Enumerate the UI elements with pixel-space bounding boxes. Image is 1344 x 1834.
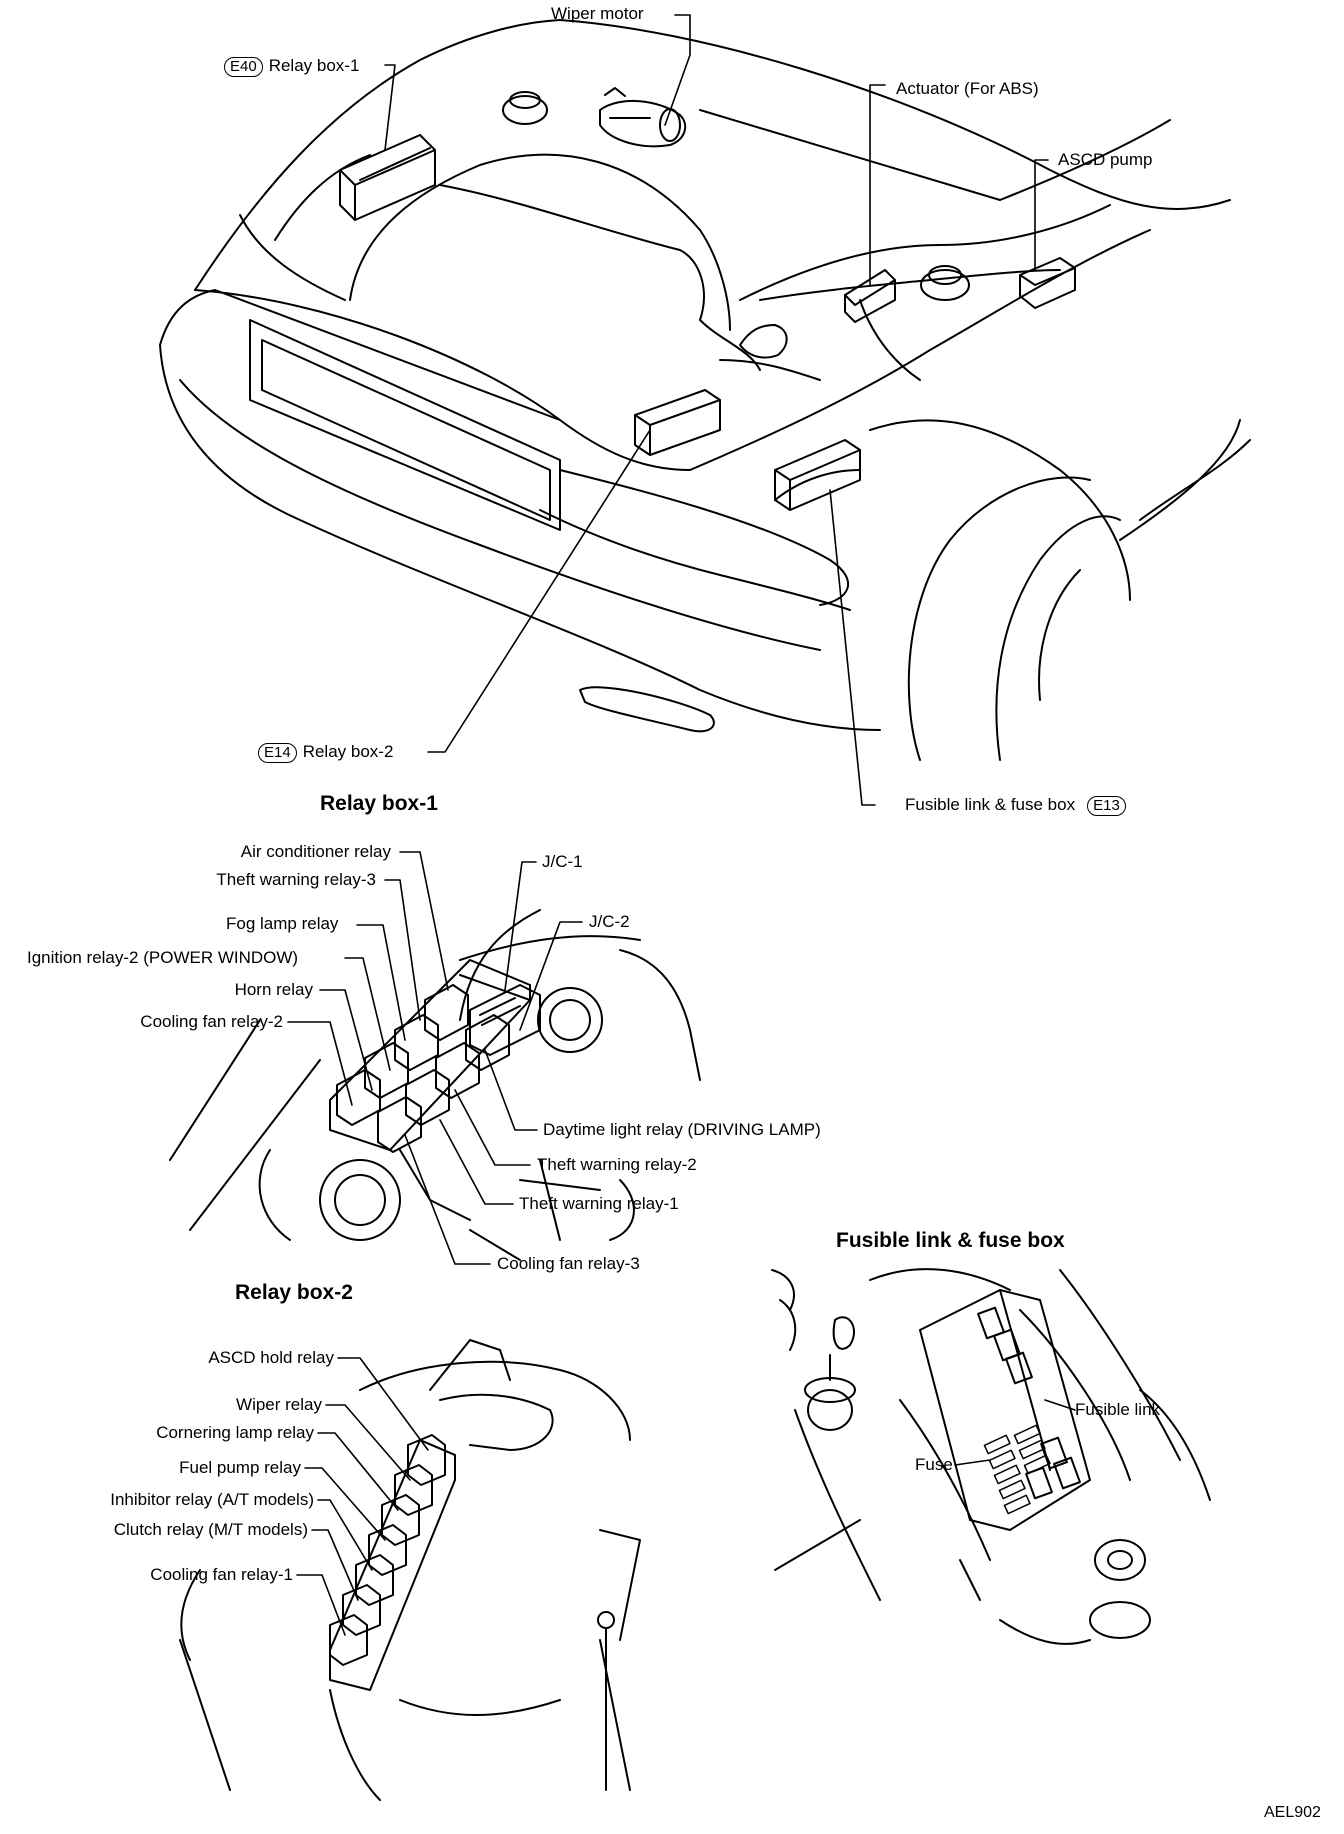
- cooling-fan-relay-3-label: Cooling fan relay-3: [497, 1254, 640, 1273]
- abs-actuator-drawing: [844, 269, 896, 323]
- wiper-relay-label: Wiper relay: [236, 1395, 322, 1414]
- fuse-box-connector-code: E13: [1087, 796, 1126, 816]
- car-body-drawing: [159, 19, 1251, 761]
- fuse-box-drawing: [774, 439, 861, 511]
- relay-box-1-relays: [336, 984, 510, 1153]
- relay-box-2-leader-lines: [296, 1357, 429, 1636]
- figure-code: AEL902: [1264, 1804, 1321, 1821]
- horn-relay-label: Horn relay: [234, 980, 313, 999]
- fuse-box-detail-leader-lines: [954, 1399, 1076, 1466]
- fuse-label: Fuse: [915, 1455, 953, 1474]
- fuses: [983, 1424, 1051, 1515]
- fusible-link-label: Fusible link: [1075, 1400, 1161, 1419]
- wiper-motor-drawing: [599, 87, 687, 148]
- relay-box-1-title: Relay box-1: [320, 792, 438, 815]
- fuse-box-detail-title: Fusible link & fuse box: [836, 1229, 1065, 1252]
- relay-box-2-relays: [329, 1434, 446, 1666]
- relay-box-1-callout: E40 Relay box-1: [224, 56, 359, 77]
- inhibitor-relay-label: Inhibitor relay (A/T models): [110, 1490, 314, 1509]
- cooling-fan-relay-2-label: Cooling fan relay-2: [140, 1012, 283, 1031]
- relay-box-2-detail-drawing: [179, 1339, 641, 1801]
- relay-box-1-drawing: [339, 134, 436, 221]
- ascd-hold-relay-label: ASCD hold relay: [208, 1348, 334, 1367]
- jc-2-label: J/C-2: [589, 912, 630, 931]
- fuse-box-callout-label: Fusible link & fuse box: [905, 795, 1076, 814]
- relay-box-2-callout: E14 Relay box-2: [258, 742, 393, 763]
- relay-box-2-connector-code: E14: [258, 743, 297, 763]
- relay-box-1-detail-drawing: [169, 909, 701, 1261]
- overview-leader-lines: [384, 14, 1049, 806]
- fusible-links: [977, 1306, 1081, 1500]
- relay-box-1-connector-code: E40: [224, 57, 263, 77]
- actuator-abs-label: Actuator (For ABS): [896, 79, 1039, 98]
- fuel-pump-relay-label: Fuel pump relay: [179, 1458, 301, 1477]
- jc-1-label: J/C-1: [542, 852, 583, 871]
- theft-warning-relay-2-label: Theft warning relay-2: [537, 1155, 697, 1174]
- fuse-box-callout: Fusible link & fuse box E13: [905, 795, 1126, 816]
- wiper-motor-label: Wiper motor: [551, 4, 644, 23]
- relay-box-1-callout-label: Relay box-1: [268, 56, 360, 75]
- relay-box-2-callout-label: Relay box-2: [302, 742, 394, 761]
- relay-box-1-leader-lines: [287, 851, 583, 1265]
- relay-box-2-drawing: [634, 389, 721, 456]
- theft-warning-relay-1-label: Theft warning relay-1: [519, 1194, 679, 1213]
- cooling-fan-relay-1-label: Cooling fan relay-1: [150, 1565, 293, 1584]
- ascd-pump-drawing: [1019, 257, 1076, 309]
- theft-warning-relay-3-label: Theft warning relay-3: [216, 870, 376, 889]
- daytime-light-relay-label: Daytime light relay (DRIVING LAMP): [543, 1120, 821, 1139]
- clutch-relay-label: Clutch relay (M/T models): [113, 1520, 308, 1539]
- fog-lamp-relay-label: Fog lamp relay: [226, 914, 339, 933]
- fuse-box-detail-drawing: [771, 1268, 1211, 1645]
- air-conditioner-relay-label: Air conditioner relay: [240, 842, 391, 861]
- relay-box-2-title: Relay box-2: [235, 1281, 353, 1304]
- ignition-relay-2-label: Ignition relay-2 (POWER WINDOW): [27, 948, 299, 967]
- cornering-lamp-relay-label: Cornering lamp relay: [156, 1423, 314, 1442]
- ascd-pump-label: ASCD pump: [1058, 150, 1153, 169]
